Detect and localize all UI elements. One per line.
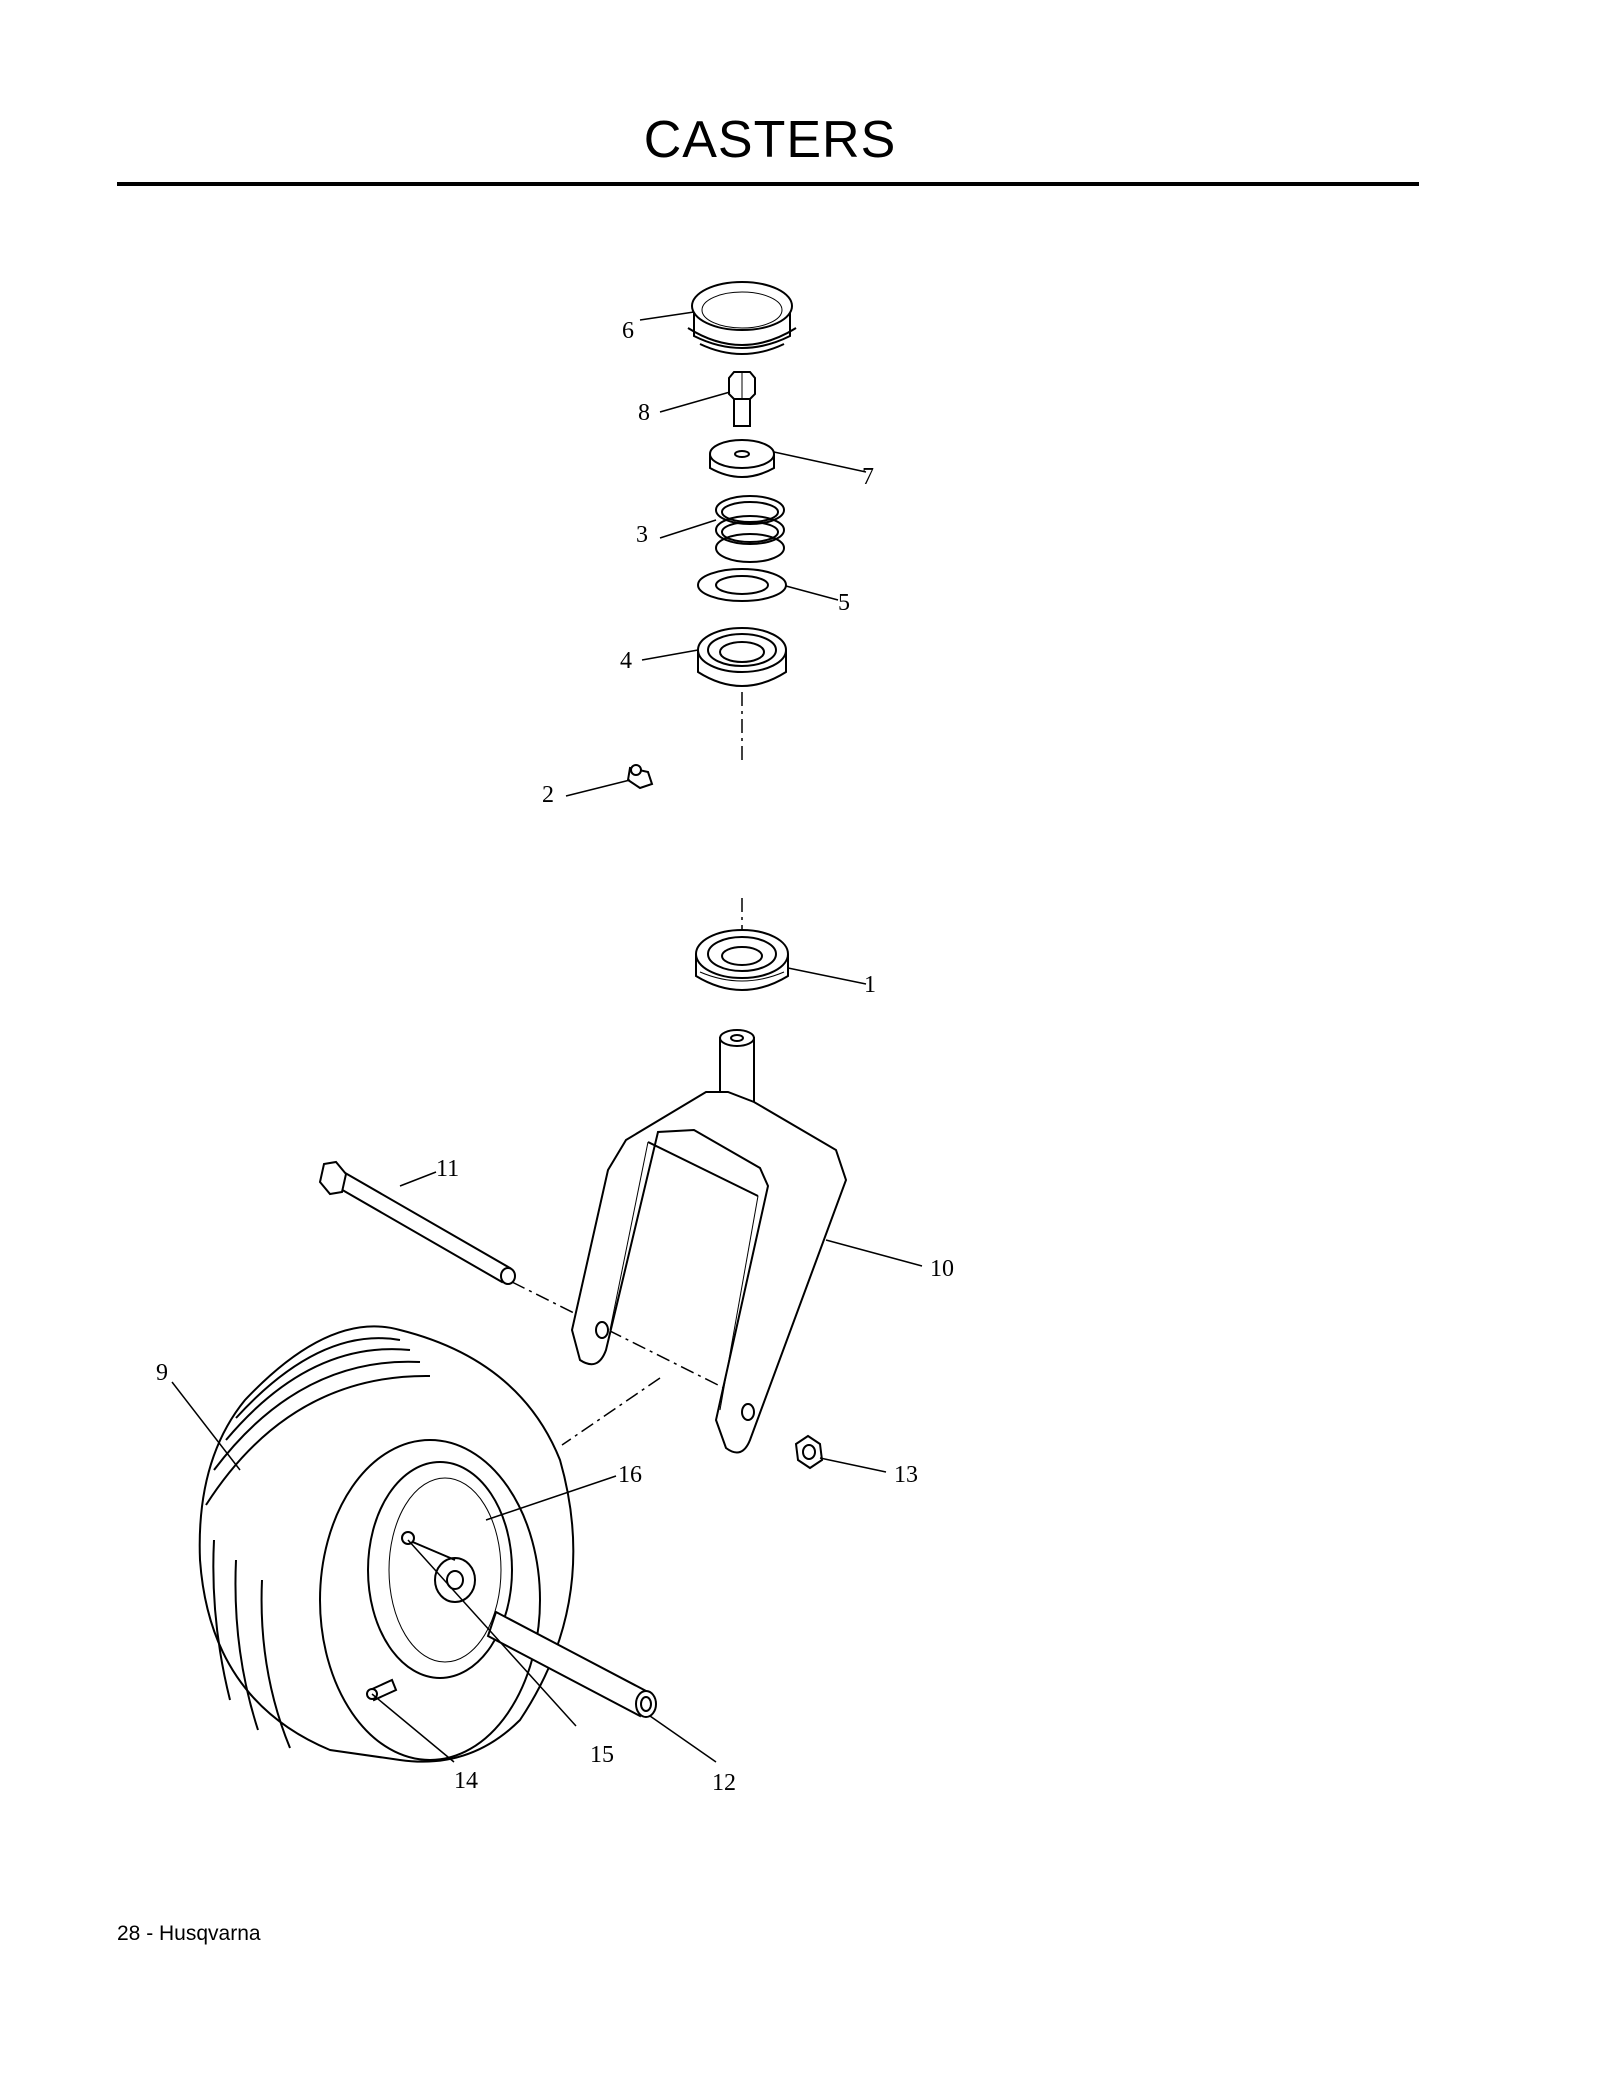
callout-4: 4 bbox=[620, 648, 632, 674]
upper-bearing-part bbox=[697, 627, 787, 687]
center-axis-lines bbox=[511, 692, 743, 1446]
valve-stem-part bbox=[366, 1678, 398, 1702]
caster-fork-part bbox=[570, 1029, 848, 1454]
page-footer: 28 - Husqvarna bbox=[117, 1922, 261, 1945]
thick-washer-part bbox=[709, 439, 775, 478]
page-title: CASTERS bbox=[643, 111, 897, 169]
callout-9: 9 bbox=[156, 1360, 168, 1386]
spacer-tube-part bbox=[486, 1610, 657, 1718]
callout-2: 2 bbox=[542, 782, 554, 808]
callout-14: 14 bbox=[454, 1768, 478, 1794]
hub-grease-fitting-part bbox=[401, 1531, 415, 1545]
title-rule bbox=[117, 182, 1419, 186]
callout-6: 6 bbox=[622, 318, 634, 344]
bolt-part bbox=[728, 371, 756, 427]
dust-cap-part bbox=[687, 281, 797, 355]
callout-12: 12 bbox=[712, 1770, 736, 1796]
lock-nut-part bbox=[794, 1434, 824, 1470]
lower-bearing-part bbox=[695, 929, 789, 991]
callout-7: 7 bbox=[862, 464, 874, 490]
callout-15: 15 bbox=[590, 1742, 614, 1768]
callout-13: 13 bbox=[894, 1462, 918, 1488]
callout-10: 10 bbox=[930, 1256, 954, 1282]
callout-labels: 6 8 7 3 5 4 2 1 10 11 13 9 16 15 14 12 bbox=[156, 318, 954, 1796]
flat-washer-part bbox=[697, 568, 787, 602]
callout-16: 16 bbox=[618, 1462, 642, 1488]
callout-11: 11 bbox=[436, 1156, 459, 1182]
tire-wheel-part bbox=[198, 1325, 575, 1763]
callout-8: 8 bbox=[638, 400, 650, 426]
callout-1: 1 bbox=[864, 972, 876, 998]
leader-lines bbox=[171, 311, 923, 1763]
callout-5: 5 bbox=[838, 590, 850, 616]
spring-part bbox=[715, 495, 785, 563]
axle-bolt-part bbox=[318, 1160, 516, 1285]
grease-fitting-part bbox=[626, 764, 654, 790]
callout-3: 3 bbox=[636, 522, 648, 548]
